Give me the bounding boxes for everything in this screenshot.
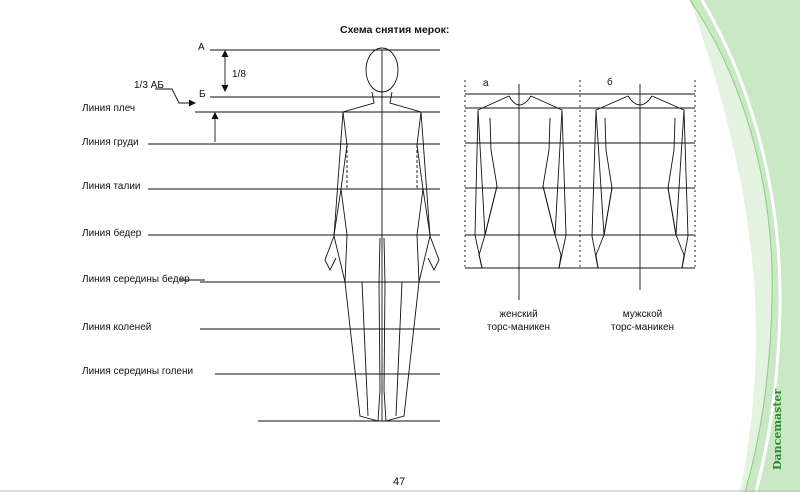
mannequin-lines bbox=[464, 80, 696, 270]
male-mannequin-letter: б bbox=[607, 77, 613, 88]
female-mannequin-caption: женский торс-маникен bbox=[487, 308, 550, 334]
mid-shin-line-label: Линия середины голени bbox=[82, 366, 194, 377]
waist-line-label: Линия талии bbox=[82, 181, 141, 192]
reference-lines bbox=[148, 49, 440, 422]
chest-line-label: Линия груди bbox=[82, 137, 139, 148]
page-title: Схема снятия мерок: bbox=[340, 24, 450, 36]
dimension-arrows bbox=[155, 49, 229, 142]
point-a-label: А bbox=[198, 42, 205, 53]
male-mannequin bbox=[591, 84, 689, 290]
female-caption-line-1: женский bbox=[499, 309, 538, 320]
female-mannequin-letter: а bbox=[483, 78, 489, 89]
male-mannequin-caption: мужской торс-маникен bbox=[611, 308, 674, 334]
point-b-label: Б bbox=[199, 89, 206, 100]
third-ab-label: 1/3 АБ bbox=[134, 80, 164, 91]
male-caption-line-1: мужской bbox=[622, 309, 663, 320]
brand-logo: Dancemaster bbox=[771, 388, 784, 470]
page-number: 47 bbox=[393, 476, 406, 488]
hip-line-label: Линия бедер bbox=[82, 228, 142, 239]
shoulder-line-label: Линия плеч bbox=[82, 103, 136, 114]
female-mannequin bbox=[474, 84, 567, 300]
mid-hip-line-label: Линия середины бедер bbox=[82, 274, 190, 285]
knee-line-label: Линия коленей bbox=[82, 322, 152, 333]
human-figure bbox=[324, 47, 440, 422]
one-eighth-label: 1/8 bbox=[232, 69, 246, 80]
male-caption-line-2: торс-маникен bbox=[611, 322, 675, 333]
female-caption-line-2: торс-маникен bbox=[487, 322, 551, 333]
